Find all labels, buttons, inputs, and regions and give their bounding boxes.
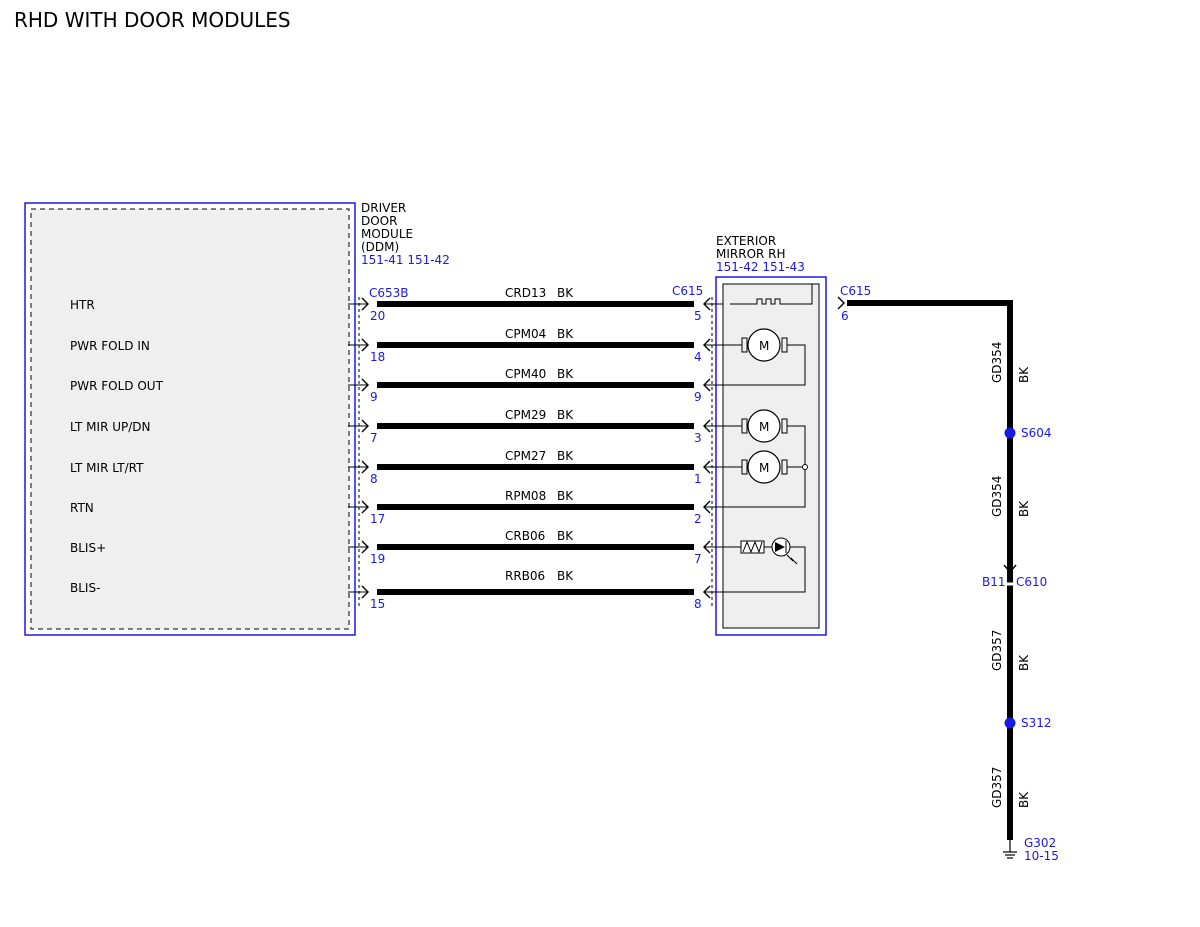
circuit-code: CPM04 — [505, 327, 546, 341]
connector-arrow-icon — [361, 540, 369, 554]
mirror-pin-number: 1 — [694, 472, 702, 486]
wire-color: BK — [557, 408, 574, 422]
inline-pin-label: B11 — [982, 575, 1006, 589]
wire2-circuit: GD354 — [990, 476, 1004, 517]
signal-label: LT MIR LT/RT — [70, 461, 144, 475]
connector-arrow-icon — [361, 500, 369, 514]
wire1-color: BK — [1017, 366, 1031, 383]
ddm-pin-number: 9 — [370, 390, 378, 404]
signal-label: BLIS- — [70, 581, 100, 595]
wire4-circuit: GD357 — [990, 767, 1004, 808]
mirror-pin-number: 4 — [694, 350, 702, 364]
connector-arrow-icon — [361, 297, 369, 311]
mirror-pin-number: 5 — [694, 309, 702, 323]
blis-indicator-icon — [723, 537, 806, 593]
ground-path-wire — [837, 296, 1020, 859]
ddm-pin-number: 8 — [370, 472, 378, 486]
circuit-code: CRB06 — [505, 529, 545, 543]
connector-arrow-icon — [361, 460, 369, 474]
signal-label: PWR FOLD IN — [70, 339, 150, 353]
ddm-name-line-2: DOOR — [361, 214, 397, 228]
signal-label: BLIS+ — [70, 541, 106, 555]
ddm-name-line-3: MODULE — [361, 227, 413, 241]
wire3-color: BK — [1017, 654, 1031, 671]
ddm-connector-label: C653B — [369, 286, 409, 300]
signal-label: HTR — [70, 298, 95, 312]
connector-arrow-icon — [361, 338, 369, 352]
inline-connector-label: C610 — [1016, 575, 1047, 589]
ddm-block — [24, 202, 356, 636]
wire-color: BK — [557, 449, 574, 463]
connector-arrow-icon — [361, 419, 369, 433]
ddm-pin-number: 17 — [370, 512, 385, 526]
ddm-name-line-1: DRIVER — [361, 201, 406, 215]
ddm-pin-number: 19 — [370, 552, 385, 566]
wire3-circuit: GD357 — [990, 630, 1004, 671]
signal-label: PWR FOLD OUT — [70, 379, 164, 393]
ddm-refs: 151-41 151-42 — [361, 253, 450, 267]
mirror-pin-number: 3 — [694, 431, 702, 445]
wire2-color: BK — [1017, 500, 1031, 517]
leftright-motor-icon — [723, 450, 808, 508]
connector-arrow-icon — [361, 585, 369, 599]
heater-element-icon — [730, 284, 813, 305]
splice-s312 — [1004, 717, 1016, 729]
mirror-name-line-2: MIRROR RH — [716, 247, 786, 261]
fold-motor-icon — [723, 328, 806, 386]
signal-label: RTN — [70, 501, 94, 515]
circuit-code: CPM40 — [505, 367, 546, 381]
diagram-title: RHD WITH DOOR MODULES — [14, 8, 291, 32]
updown-motor-label: M — [759, 420, 769, 434]
splice2-label: S312 — [1021, 716, 1052, 730]
fold-motor-label: M — [759, 339, 769, 353]
updown-motor-icon — [723, 409, 806, 467]
mirror-pin-number: 2 — [694, 512, 702, 526]
out-pin-label: 6 — [841, 309, 849, 323]
signal-label: LT MIR UP/DN — [70, 420, 151, 434]
mirror-pin-number: 8 — [694, 597, 702, 611]
splice1-label: S604 — [1021, 426, 1052, 440]
ddm-pin-number: 15 — [370, 597, 385, 611]
wire4-color: BK — [1017, 791, 1031, 808]
wire-color: BK — [557, 286, 574, 300]
mirror-pin-number: 9 — [694, 390, 702, 404]
circuit-code: RPM08 — [505, 489, 546, 503]
ddm-pin-number: 7 — [370, 431, 378, 445]
mirror-pin-number: 7 — [694, 552, 702, 566]
wire-color: BK — [557, 327, 574, 341]
circuit-code: CPM29 — [505, 408, 546, 422]
connector-arrow-icon — [361, 378, 369, 392]
wire-color: BK — [557, 569, 574, 583]
splice-s604 — [1004, 427, 1016, 439]
mirror-refs: 151-42 151-43 — [716, 260, 805, 274]
mirror-name-line-1: EXTERIOR — [716, 234, 776, 248]
leftright-motor-label: M — [759, 461, 769, 475]
circuit-code: RRB06 — [505, 569, 545, 583]
mirror-connector-label: C615 — [672, 284, 703, 298]
circuit-code: CRD13 — [505, 286, 546, 300]
wire-color: BK — [557, 529, 574, 543]
wire-color: BK — [557, 489, 574, 503]
ddm-name-line-4: (DDM) — [361, 240, 399, 254]
ground-label: G302 — [1024, 836, 1056, 850]
ground-ref: 10-15 — [1024, 849, 1059, 863]
circuit-code: CPM27 — [505, 449, 546, 463]
ddm-pin-number: 20 — [370, 309, 385, 323]
wire-color: BK — [557, 367, 574, 381]
out-connector-label: C615 — [840, 284, 871, 298]
ddm-pin-number: 18 — [370, 350, 385, 364]
wire1-circuit: GD354 — [990, 342, 1004, 383]
